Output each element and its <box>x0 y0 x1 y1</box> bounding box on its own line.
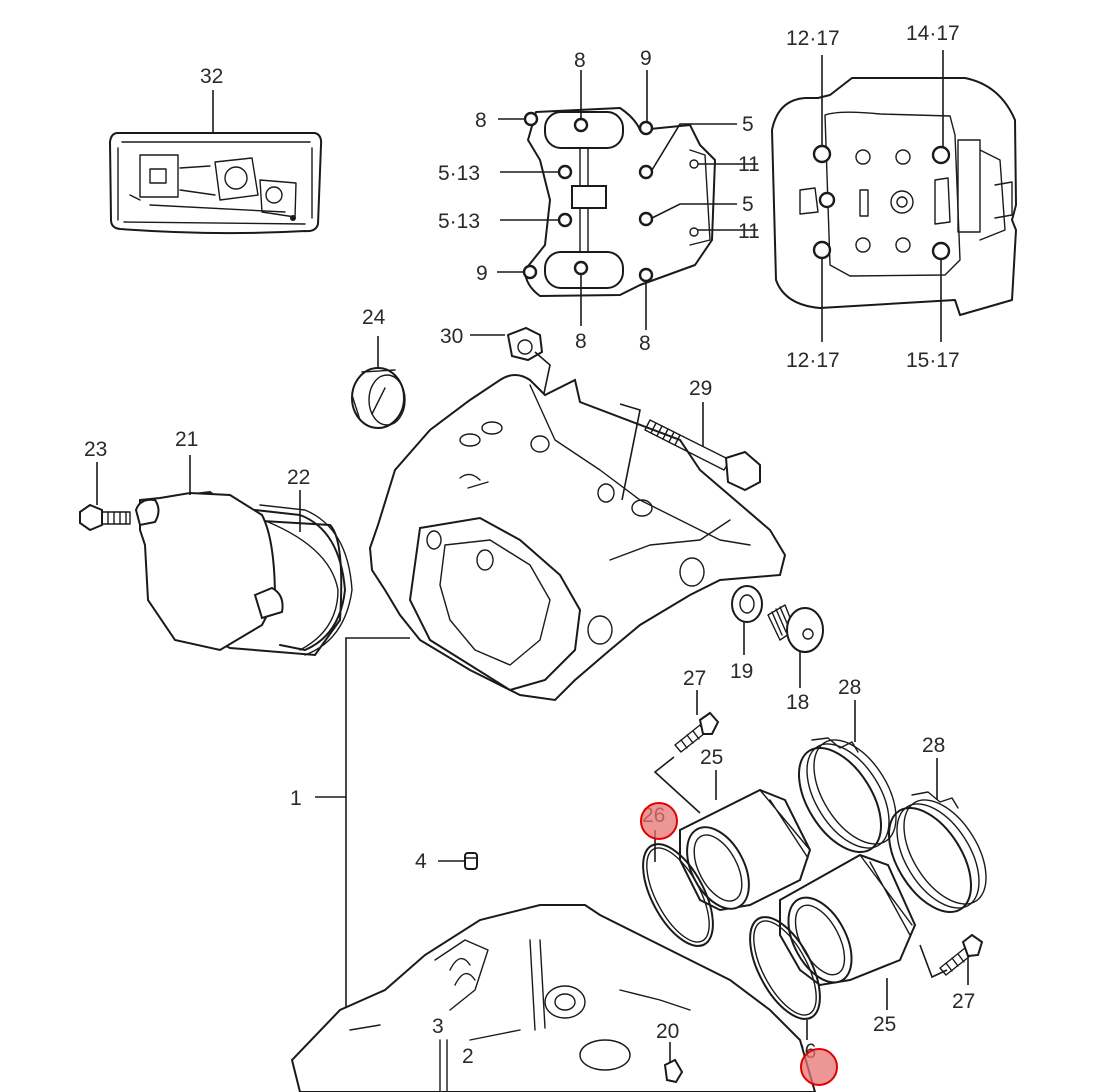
callout-20: 20 <box>656 1020 679 1043</box>
callout-22: 22 <box>287 466 310 489</box>
callout-21: 21 <box>175 428 198 451</box>
part-4-cap[interactable] <box>464 852 478 870</box>
callout-9-left: 9 <box>476 262 488 285</box>
callout-27-lower: 27 <box>952 990 975 1013</box>
callout-8-bottom-left: 8 <box>575 330 587 353</box>
part-26-o-ring-upper[interactable] <box>629 833 727 956</box>
callout-25-lower: 25 <box>873 1013 896 1036</box>
callout-11-upper: 11 <box>738 153 760 176</box>
part-32-gasket-set[interactable] <box>109 132 323 235</box>
callout-23: 23 <box>84 438 107 461</box>
callout-8-top: 8 <box>574 49 586 72</box>
callout-5-13-lower: 5·13 <box>438 210 480 233</box>
part-19-washer[interactable] <box>731 585 763 623</box>
callout-8-bottom-right: 8 <box>639 332 651 355</box>
callout-15-17: 15·17 <box>906 349 960 372</box>
callout-2: 2 <box>462 1045 474 1068</box>
callout-1: 1 <box>290 787 302 810</box>
part-18-plug[interactable] <box>767 604 824 653</box>
callout-12-17-bottom: 12·17 <box>786 349 840 372</box>
part-28-clamp-lower[interactable] <box>872 786 1003 926</box>
callout-8-left: 8 <box>475 109 487 132</box>
callout-5-13-upper: 5·13 <box>438 162 480 185</box>
part-26-o-ring-lower[interactable] <box>736 906 834 1029</box>
part-25-intake-pipe-lower[interactable] <box>775 853 917 993</box>
part-23-bolt[interactable] <box>79 503 131 532</box>
part-28-clamp-upper[interactable] <box>782 726 913 866</box>
part-27-bolt-upper[interactable] <box>674 711 720 753</box>
part-27-bolt-lower[interactable] <box>939 933 984 976</box>
callout-28-lower: 28 <box>922 734 945 757</box>
part-22-gasket[interactable] <box>254 504 353 656</box>
cylinder-head-cover[interactable] <box>368 374 787 702</box>
callout-12-17-top: 12·17 <box>786 27 840 50</box>
callout-14-17: 14·17 <box>906 22 960 45</box>
callout-3: 3 <box>432 1015 444 1038</box>
callout-28-upper: 28 <box>838 676 861 699</box>
part-25-intake-pipe-upper[interactable] <box>674 788 812 919</box>
part-24-cap[interactable] <box>351 367 406 429</box>
cylinder-head-bottom-view[interactable] <box>771 77 1017 316</box>
part-30-nut[interactable] <box>506 326 544 362</box>
callout-32: 32 <box>200 65 223 88</box>
head-cover-top-view[interactable] <box>522 107 716 297</box>
callout-11-lower: 11 <box>738 220 760 243</box>
callout-5-lower: 5 <box>742 193 754 216</box>
callout-4: 4 <box>415 850 427 873</box>
callout-9-top: 9 <box>640 47 652 70</box>
annotation-marker-26-lower[interactable] <box>800 1048 838 1086</box>
callout-19: 19 <box>730 660 753 683</box>
callout-18: 18 <box>786 691 809 714</box>
cylinder-head[interactable] <box>290 904 817 1092</box>
callout-27-upper: 27 <box>683 667 706 690</box>
callout-29: 29 <box>689 377 712 400</box>
callout-25-upper: 25 <box>700 746 723 769</box>
callout-24: 24 <box>362 306 386 329</box>
callout-5-upper: 5 <box>742 113 754 136</box>
callout-30: 30 <box>440 325 463 348</box>
annotation-marker-26-upper[interactable] <box>640 802 678 840</box>
part-21-cover-front[interactable] <box>134 491 284 652</box>
